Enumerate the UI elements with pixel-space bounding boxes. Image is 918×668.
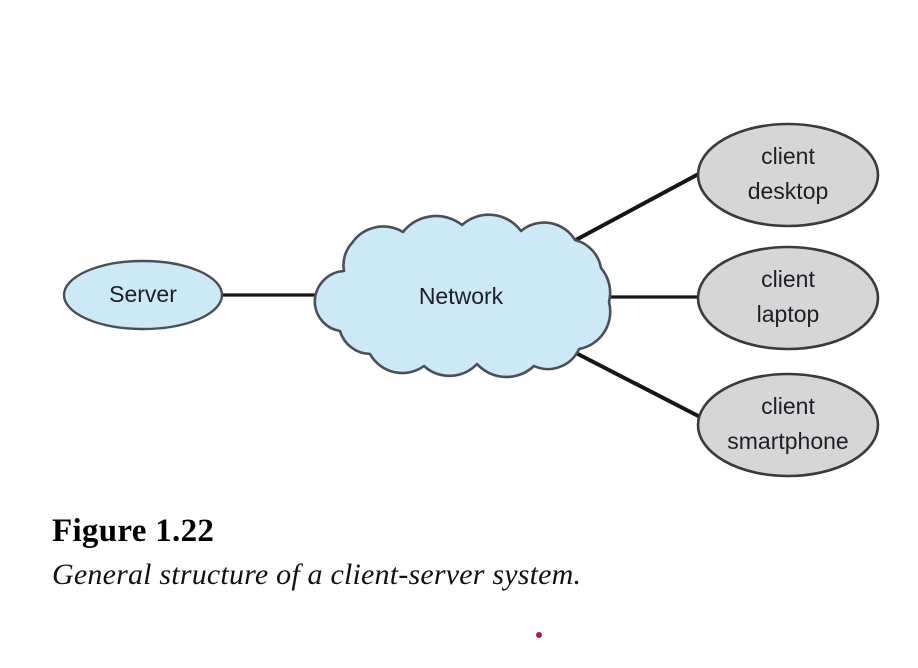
figure-caption: Figure 1.22 General structure of a clien… [52, 512, 892, 594]
client-smartphone-label-line2: smartphone [727, 428, 848, 454]
client-laptop-label-line1: client [761, 266, 815, 292]
client-desktop-label-line2: desktop [748, 178, 829, 204]
client-desktop-shape[interactable] [696, 122, 880, 228]
network-cloud-shape[interactable] [313, 213, 612, 379]
server-node-shape[interactable] [62, 259, 224, 331]
server-label: Server [109, 281, 177, 307]
page-marker-dot [536, 632, 542, 638]
link-network-desktop [570, 168, 708, 244]
client-smartphone-shape[interactable] [696, 372, 880, 478]
client-smartphone-label-line1: client [761, 393, 815, 419]
figure-number: Figure 1.22 [52, 513, 215, 549]
client-laptop-shape[interactable] [696, 245, 880, 351]
network-label: Network [419, 283, 504, 309]
figure-description: General structure of a client-server sys… [52, 557, 582, 591]
client-desktop-label-line1: client [761, 143, 815, 169]
link-network-smartphone [572, 350, 708, 422]
client-laptop-label-line2: laptop [757, 301, 820, 327]
